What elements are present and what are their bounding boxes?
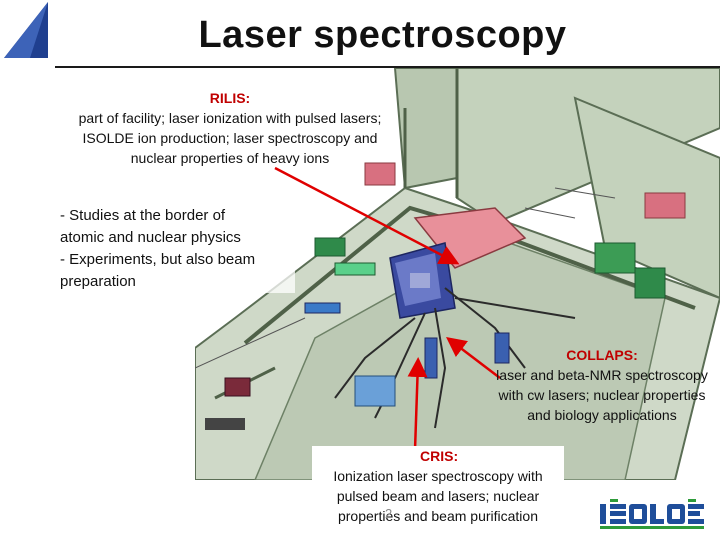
notes-text: - Studies at the border of atomic and nu… [60,205,295,293]
collaps-line: laser and beta-NMR spectroscopy [496,367,708,383]
cris-heading: CRIS: [420,448,459,464]
cris-line: properties and beam purification [337,508,538,524]
note-line: - Experiments, but also beam [60,251,256,268]
collaps-line: and biology applications [527,407,677,423]
collaps-line: with cw lasers; nuclear properties [498,387,706,403]
note-line: preparation [60,273,136,290]
rilis-heading: RILIS: [209,90,251,106]
rilis-line: nuclear properties of heavy ions [130,150,330,166]
isolde-logo [600,499,704,529]
rilis-line: ISOLDE ion production; laser spectroscop… [82,130,378,146]
slide-number: 2 [385,506,393,521]
collaps-heading: COLLAPS: [566,347,638,363]
cris-line: Ionization laser spectroscopy with [333,468,543,484]
corner-logo [0,0,50,60]
collaps-callout: COLLAPS: laser and beta-NMR spectroscopy… [484,345,720,425]
rilis-line: part of facility; laser ionization with … [78,110,382,126]
title-underline [55,66,720,68]
slide-title: Laser spectroscopy [198,14,567,56]
cris-line: pulsed beam and lasers; nuclear [336,488,540,504]
note-line: - Studies at the border of [60,207,226,224]
note-line: atomic and nuclear physics [60,229,241,246]
rilis-callout: RILIS: part of facility; laser ionizatio… [45,88,415,168]
cris-callout: CRIS: Ionization laser spectroscopy with… [312,446,564,526]
